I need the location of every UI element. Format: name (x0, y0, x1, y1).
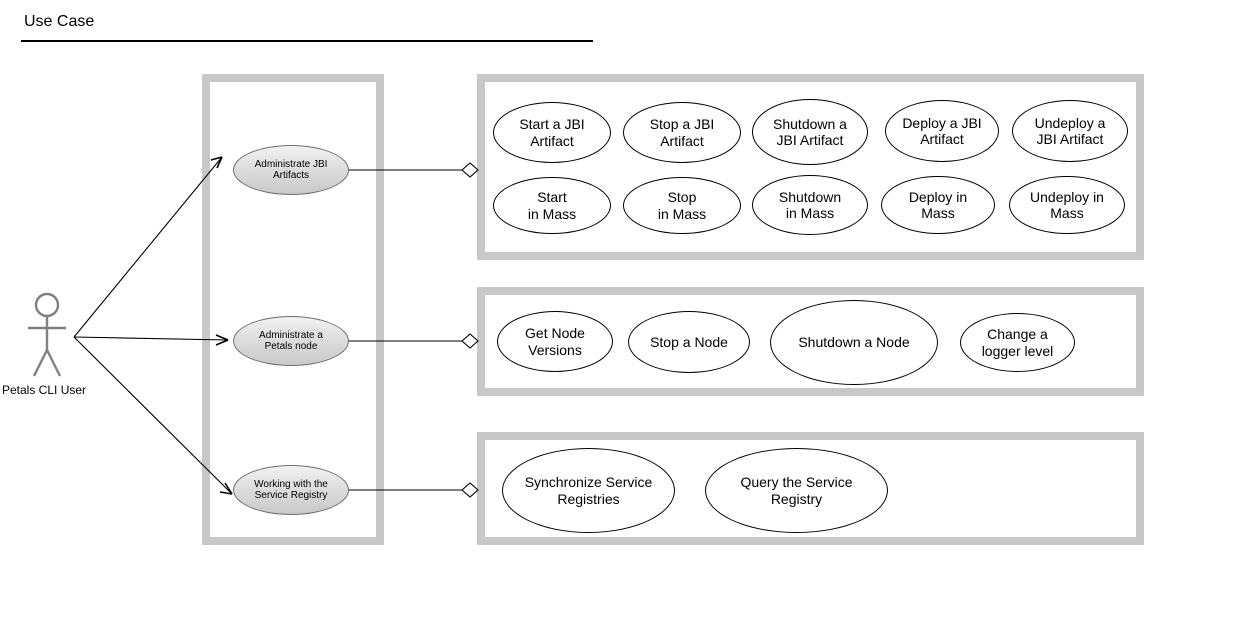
use-case-label: Mass (921, 205, 955, 221)
use-case-label: Service Registry (254, 490, 328, 501)
use-case-shutdown-a-node[interactable]: Shutdown a Node (770, 300, 938, 385)
use-case-administrate-petals-node[interactable]: Administrate a Petals node (233, 316, 349, 366)
use-case-label: Artifact (530, 132, 574, 149)
use-case-label: Change a (987, 326, 1048, 343)
use-case-label: JBI Artifact (1036, 131, 1104, 147)
use-case-label: Artifact (660, 132, 704, 149)
use-case-label: Artifact (920, 131, 964, 147)
use-case-label: Deploy a JBI (902, 114, 982, 131)
use-case-synchronize-service-registries[interactable]: Synchronize Service Registries (502, 448, 675, 533)
use-case-label: Working with the (254, 478, 328, 490)
use-case-label: Artifacts (272, 170, 310, 181)
use-case-label: Shutdown (778, 188, 842, 205)
use-case-deploy-in-mass[interactable]: Deploy in Mass (881, 176, 995, 234)
use-case-label: Registries (557, 490, 620, 507)
use-case-label: Administrate a (259, 329, 323, 341)
use-case-label: Start (537, 189, 567, 206)
use-case-undeploy-in-mass[interactable]: Undeploy in Mass (1009, 176, 1125, 234)
use-case-query-the-service-registry[interactable]: Query the Service Registry (705, 448, 888, 533)
use-case-administrate-jbi-artifacts[interactable]: Administrate JBI Artifacts (233, 145, 349, 195)
use-case-label: Undeploy in (1030, 188, 1104, 205)
use-case-deploy-a-jbi-artifact[interactable]: Deploy a JBI Artifact (885, 100, 999, 162)
use-case-label: Stop (667, 189, 697, 206)
use-case-working-with-service-registry[interactable]: Working with the Service Registry (233, 465, 349, 515)
use-case-start-a-jbi-artifact[interactable]: Start a JBI Artifact (493, 102, 611, 163)
use-case-label: Shutdown a Node (798, 334, 910, 351)
use-case-label: Undeploy a (1034, 114, 1106, 131)
use-case-label: JBI Artifact (776, 132, 844, 148)
use-case-label: Stop a Node (650, 333, 728, 350)
use-case-change-a-logger-level[interactable]: Change a logger level (960, 313, 1075, 372)
use-case-stop-a-jbi-artifact[interactable]: Stop a JBI Artifact (623, 102, 741, 163)
actor-label: Petals CLI User (2, 383, 87, 397)
aggregation-diamond-petals-node (461, 333, 479, 349)
use-case-undeploy-a-jbi-artifact[interactable]: Undeploy a JBI Artifact (1012, 100, 1128, 162)
use-case-stop-in-mass[interactable]: Stop in Mass (623, 177, 741, 234)
page-title: Use Case (24, 13, 95, 30)
assoc-actor-to-jbi-artifacts (73, 156, 223, 338)
use-case-label: Deploy in (908, 188, 968, 205)
use-case-label: logger level (981, 342, 1054, 359)
aggregation-diamond-service-registry (461, 482, 479, 498)
use-case-label: Stop a JBI (649, 116, 715, 133)
use-case-stop-a-node[interactable]: Stop a Node (628, 311, 750, 373)
use-case-get-node-versions[interactable]: Get Node Versions (497, 311, 613, 372)
use-case-label: Synchronize Service (524, 474, 653, 491)
use-case-label: Petals node (264, 341, 318, 352)
use-case-label: Query the Service (740, 474, 853, 491)
use-case-label: in Mass (657, 205, 707, 222)
use-case-label: in Mass (527, 205, 577, 222)
use-case-label: Mass (1050, 205, 1084, 221)
use-case-shutdown-in-mass[interactable]: Shutdown in Mass (752, 175, 868, 235)
use-case-label: Start a JBI (519, 116, 585, 133)
use-case-label: in Mass (785, 205, 835, 221)
use-case-label: Get Node (525, 325, 585, 342)
actor-petals-cli-user[interactable] (20, 288, 90, 378)
stick-figure-actor-icon (28, 292, 66, 377)
aggregation-diamond-jbi-artifacts (461, 162, 479, 178)
use-case-label: Registry (770, 490, 823, 507)
title-underline (21, 40, 593, 42)
use-case-label: Administrate JBI (254, 158, 328, 170)
use-case-label: Shutdown a (773, 115, 847, 132)
use-case-shutdown-a-jbi-artifact[interactable]: Shutdown a JBI Artifact (752, 99, 868, 165)
use-case-label: Versions (528, 341, 582, 358)
use-case-start-in-mass[interactable]: Start in Mass (493, 177, 611, 234)
